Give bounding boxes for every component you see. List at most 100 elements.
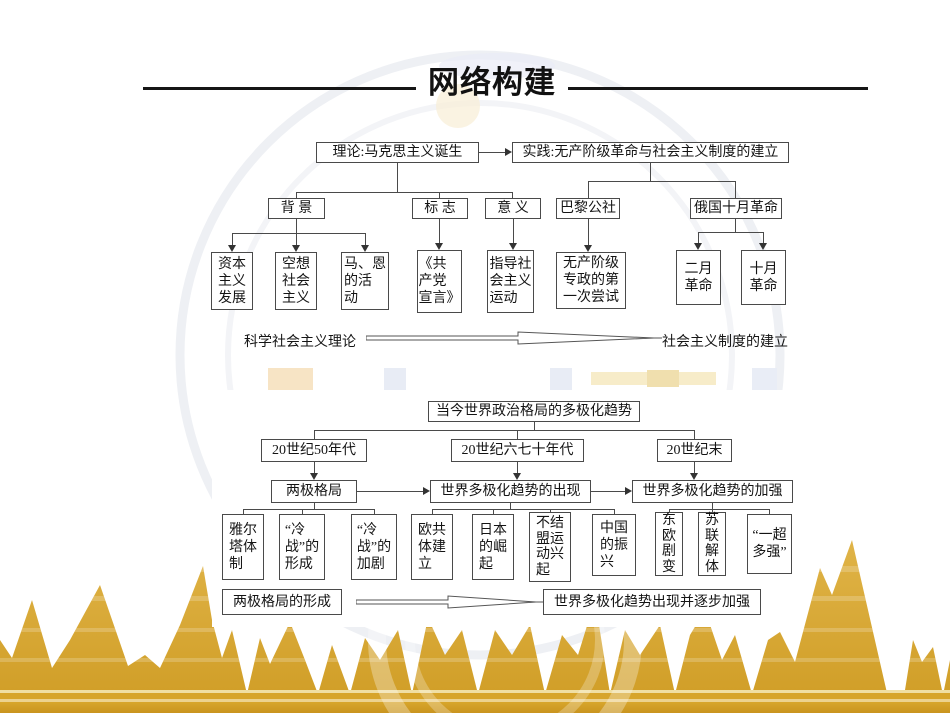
box-coldwar-intensify: “冷 战”的 加剧 (351, 514, 397, 580)
arrowhead-down-icon (759, 243, 767, 250)
box-ussr-dissolution: 苏 联 解 体 (698, 512, 726, 576)
box-first-attempt: 无产阶级 专政的第 一次尝试 (556, 252, 626, 309)
pastel-patch-orange (268, 368, 313, 390)
arrowhead-down-icon (509, 243, 517, 250)
connector (314, 462, 315, 473)
box-era-1960s70s: 20世纪六七十年代 (451, 439, 584, 462)
box-symbol: 标 志 (412, 198, 468, 219)
arrowhead-down-icon (435, 243, 443, 250)
box-theory: 理论:马克思主义诞生 (316, 142, 479, 163)
connector (365, 233, 366, 245)
box-significance: 意 义 (485, 198, 541, 219)
box-utopian: 空想 社会 主义 (275, 252, 317, 310)
arrowhead-down-icon (694, 243, 702, 250)
pastel-patch-yellow-overlay (647, 370, 679, 387)
connector (432, 509, 614, 510)
connector (614, 509, 615, 514)
arrowhead-right-icon (505, 148, 512, 156)
box-guide-movement: 指导社 会主义 运动 (487, 250, 534, 313)
connector (296, 233, 297, 245)
connector (510, 503, 511, 509)
arrowhead-down-icon (584, 245, 592, 252)
arrowhead-down-icon (228, 245, 236, 252)
connector (694, 462, 695, 473)
box-capitalism: 资本 主义 发展 (211, 252, 253, 310)
box-bipolar-formation: 两极格局的形成 (222, 589, 342, 615)
connector (493, 509, 494, 514)
connector (296, 192, 297, 198)
connector (439, 192, 440, 198)
long-arrow-icon (366, 331, 662, 345)
arrowhead-right-icon (625, 487, 632, 495)
connector (314, 430, 695, 431)
box-era-1950s: 20世纪50年代 (261, 439, 367, 462)
connector (588, 219, 589, 245)
connector (513, 219, 514, 243)
page-title: 网络构建 (428, 65, 556, 100)
pastel-patch-blue-3 (752, 368, 777, 390)
connector (302, 509, 303, 514)
box-era-late20c: 20世纪末 (657, 439, 732, 462)
connector (763, 232, 764, 243)
box-yalta: 雅尔 塔体 制 (222, 514, 264, 580)
connector (232, 233, 233, 245)
connector (694, 430, 695, 439)
connector (357, 491, 423, 492)
connector (712, 509, 713, 512)
box-practice: 实践:无产阶级革命与社会主义制度的建立 (512, 142, 789, 163)
pastel-patch-blue-2 (550, 368, 572, 390)
box-october-revolution: 十月 革命 (741, 250, 786, 305)
connector (517, 462, 518, 473)
connector (588, 181, 736, 182)
box-russian-october: 俄国十月革命 (690, 198, 782, 219)
box-strengthening: 世界多极化趋势的加强 (632, 480, 793, 503)
arrowhead-down-icon (690, 473, 698, 480)
box-coldwar-formation: “冷 战”的 形成 (279, 514, 325, 580)
connector (374, 509, 375, 514)
connector (650, 163, 651, 181)
connector (735, 219, 736, 232)
connector (669, 509, 670, 512)
connector-theory-practice (479, 152, 505, 153)
box-bipolar: 两极格局 (271, 480, 357, 503)
connector (232, 233, 365, 234)
connector (243, 509, 375, 510)
arrowhead-down-icon (292, 245, 300, 252)
connector (769, 509, 770, 514)
connector (314, 503, 315, 509)
connector (439, 219, 440, 243)
box-nonaligned: 不结 盟运 动兴 起 (529, 512, 571, 582)
box-multipolar-strengthen-summary: 世界多极化趋势出现并逐步加强 (543, 589, 761, 615)
connector (735, 181, 736, 198)
connector (591, 491, 625, 492)
pastel-patch-blue-1 (384, 368, 406, 390)
title-rule-left (143, 87, 416, 90)
box-february-revolution: 二月 革命 (676, 250, 721, 305)
arrowhead-right-icon (423, 487, 430, 495)
connector (432, 509, 433, 514)
connector (698, 232, 764, 233)
box-paris-commune: 巴黎公社 (556, 198, 620, 219)
box-ec-established: 欧共 体建 立 (411, 514, 453, 580)
connector (550, 509, 551, 512)
box-japan-rise: 日本 的崛 起 (472, 514, 514, 580)
arrowhead-down-icon (361, 245, 369, 252)
box-china-rise: 中国 的振 兴 (592, 514, 636, 576)
arrowhead-down-icon (310, 473, 318, 480)
connector (517, 430, 518, 439)
connector (534, 422, 535, 430)
connector (296, 219, 297, 233)
label-socialist-system: 社会主义制度的建立 (662, 335, 788, 350)
box-one-super: “一超 多强” (747, 514, 792, 574)
connector (314, 430, 315, 439)
box-manifesto: 《共 产党 宣言》 (417, 250, 462, 313)
long-arrow-icon (356, 595, 544, 609)
label-scientific-socialism: 科学社会主义理论 (244, 335, 356, 350)
box-root-multipolar: 当今世界政治格局的多极化趋势 (428, 401, 640, 422)
box-emergence: 世界多极化趋势的出现 (430, 480, 591, 503)
title-rule-right (568, 87, 868, 90)
box-eastern-europe: 东 欧 剧 变 (655, 512, 683, 576)
connector (669, 509, 770, 510)
box-marx-engels: 马、恩 的活 动 (341, 252, 389, 310)
